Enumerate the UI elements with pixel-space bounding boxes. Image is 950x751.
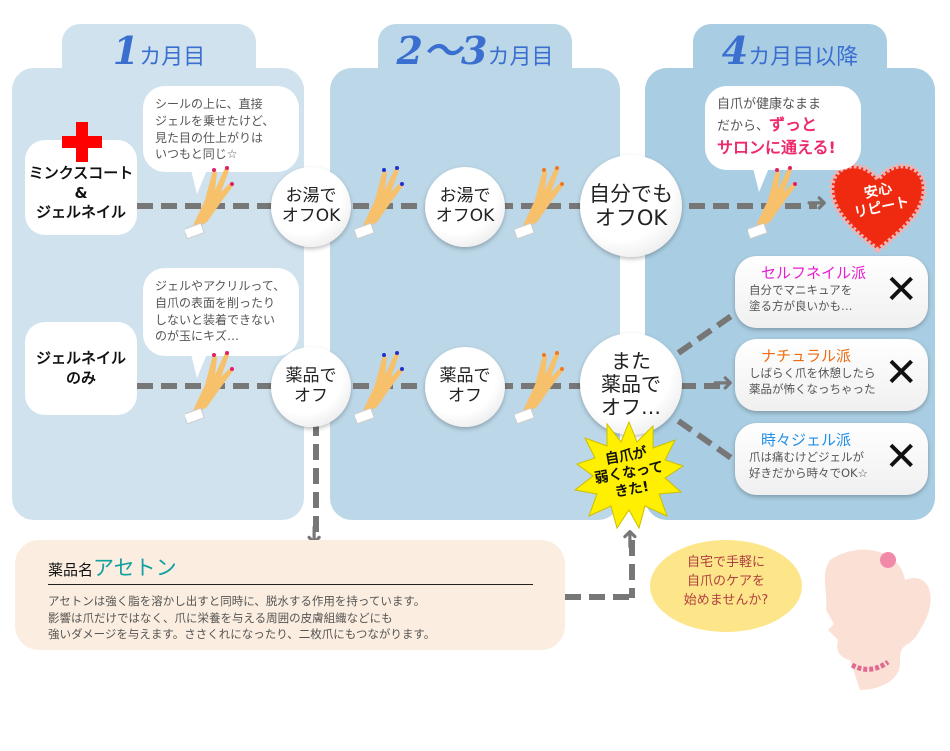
choice-natural: ナチュラル派しばらく爪を休憩したら薬品が怖くなっちゃった✕ bbox=[735, 339, 928, 411]
link-line bbox=[565, 594, 635, 600]
arrow-icon: ➜ bbox=[712, 368, 734, 398]
down-line bbox=[313, 420, 319, 532]
speech-bubble: ジェルやアクリルって、自爪の表面を削ったりしないと装着できないのが玉にキズ… bbox=[143, 268, 299, 378]
step-circle: お湯でオフOK bbox=[425, 167, 505, 247]
hand-icon bbox=[515, 351, 564, 425]
choice-self-nail: セルフネイル派自分でマニキュアを塗る方が良いかも…✕ bbox=[735, 256, 928, 328]
row-label-gel: ジェルネイルのみ bbox=[25, 322, 137, 415]
hand-icon bbox=[185, 351, 234, 425]
heart-icon bbox=[829, 163, 927, 254]
arrow-icon: ➜ bbox=[806, 188, 828, 218]
stage-tab-3: 4カ月目以降 bbox=[693, 24, 887, 84]
step-circle: お湯でオフOK bbox=[271, 167, 351, 247]
heart-badge: 安心リピート bbox=[826, 155, 930, 255]
step-circle: 自分でもオフOK bbox=[580, 155, 682, 257]
red-cross-icon bbox=[62, 122, 102, 162]
branch-line bbox=[680, 383, 720, 389]
stage-panel-2 bbox=[330, 68, 620, 520]
woman-silhouette-icon bbox=[824, 549, 931, 690]
cross-icon: ✕ bbox=[884, 267, 918, 313]
speech-bubble: シールの上に、直接ジェルを乗せたけど、見た目の仕上がりはいつもと同じ☆ bbox=[143, 86, 299, 194]
warning-burst: 自爪が弱くなってきた! bbox=[573, 420, 685, 532]
hand-icon bbox=[185, 166, 234, 240]
hand-icon bbox=[748, 166, 797, 240]
stage-tab-1: 1カ月目 bbox=[62, 24, 256, 84]
speech-bubble: 自爪が健康なまま だから、ずっと サロンに通える! bbox=[705, 86, 861, 192]
row2-flow-line bbox=[137, 383, 587, 389]
row-label-minx: ミンクスコート&ジェルネイル bbox=[25, 140, 137, 235]
hand-icon bbox=[515, 166, 564, 240]
hand-icon bbox=[355, 166, 404, 240]
step-circle: 薬品でオフ bbox=[271, 347, 351, 427]
hand-icon bbox=[355, 351, 404, 425]
choice-sometimes-gel: 時々ジェル派爪は痛むけどジェルが好きだから時々でOK☆✕ bbox=[735, 423, 928, 495]
up-line bbox=[629, 540, 635, 598]
stage-tab-2: 2〜3カ月目 bbox=[378, 24, 572, 84]
chemical-info-box: 薬品名アセトン アセトンは強く脂を溶かし出すと同時に、脱水する作用を持っています… bbox=[15, 540, 565, 650]
woman-speech-bubble: 自宅で手軽に自爪のケアを始めませんか? bbox=[650, 540, 802, 632]
cross-icon: ✕ bbox=[884, 434, 918, 480]
step-circle: 薬品でオフ bbox=[425, 347, 505, 427]
cross-icon: ✕ bbox=[884, 350, 918, 396]
step-circle: また薬品でオフ… bbox=[580, 333, 682, 435]
starburst-icon bbox=[573, 420, 685, 530]
